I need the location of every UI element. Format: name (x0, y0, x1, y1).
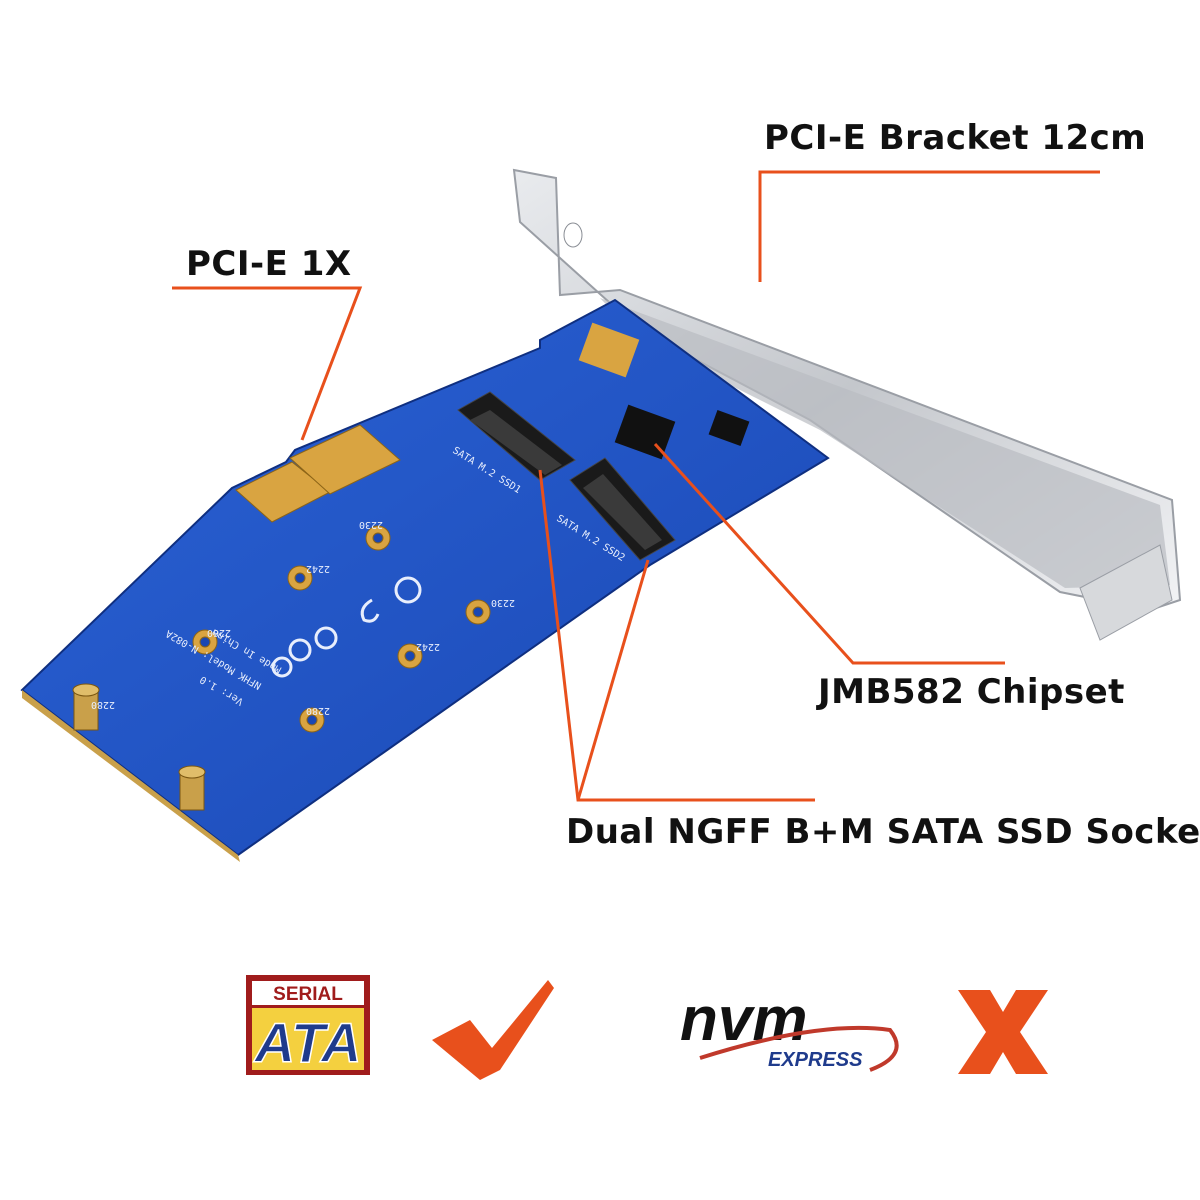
nvm-swoosh (699, 1025, 899, 1072)
silk-2242-b: 2242 (416, 641, 440, 652)
pcb-board: SATA M.2 SSD1 SATA M.2 SSD2 2230 2242 22… (20, 298, 830, 862)
m2-socket-1 (457, 391, 576, 481)
express-text: EXPRESS (768, 1049, 863, 1071)
leader-chipset (653, 442, 1005, 665)
silk-2242-a: 2242 (306, 563, 330, 574)
nvm-text: nvm (680, 985, 807, 1054)
silk-2260: 2260 (207, 627, 231, 638)
silk-2280-b: 2280 (91, 699, 115, 710)
x-icon (958, 990, 1048, 1074)
brass-standoffs (72, 683, 206, 811)
eeprom-chip (708, 409, 750, 447)
nvm-express-logo: nvm EXPRESS (680, 985, 899, 1072)
cert-marks (271, 576, 422, 678)
callout-pcie: PCI-E 1X (186, 244, 352, 284)
leader-bracket (758, 170, 1100, 282)
leader-lines (172, 170, 1100, 802)
sata-bottom-text: ATA (253, 1011, 362, 1074)
serial-ata-logo: SERIAL ATA (246, 975, 370, 1075)
mounting-holes (192, 525, 491, 733)
jmb582-chip (614, 404, 676, 460)
silk-2230-a: 2230 (359, 519, 383, 530)
silk-2280-a: 2280 (306, 705, 330, 716)
leader-socket-2 (576, 559, 650, 801)
callout-socket: Dual NGFF B+M SATA SSD Socket (566, 812, 1200, 852)
callout-chipset: JMB582 Chipset (818, 672, 1125, 712)
pcie-gold-fingers (235, 424, 401, 523)
leader-pcie (172, 286, 363, 441)
inductor-pad (578, 322, 640, 378)
callout-bracket: PCI-E Bracket 12cm (764, 118, 1147, 158)
check-icon (432, 980, 554, 1080)
silk-2230-b: 2230 (491, 597, 515, 608)
sata-top-text: SERIAL (273, 984, 343, 1005)
m2-socket-2 (569, 457, 676, 561)
pcie-bracket (512, 168, 1182, 641)
